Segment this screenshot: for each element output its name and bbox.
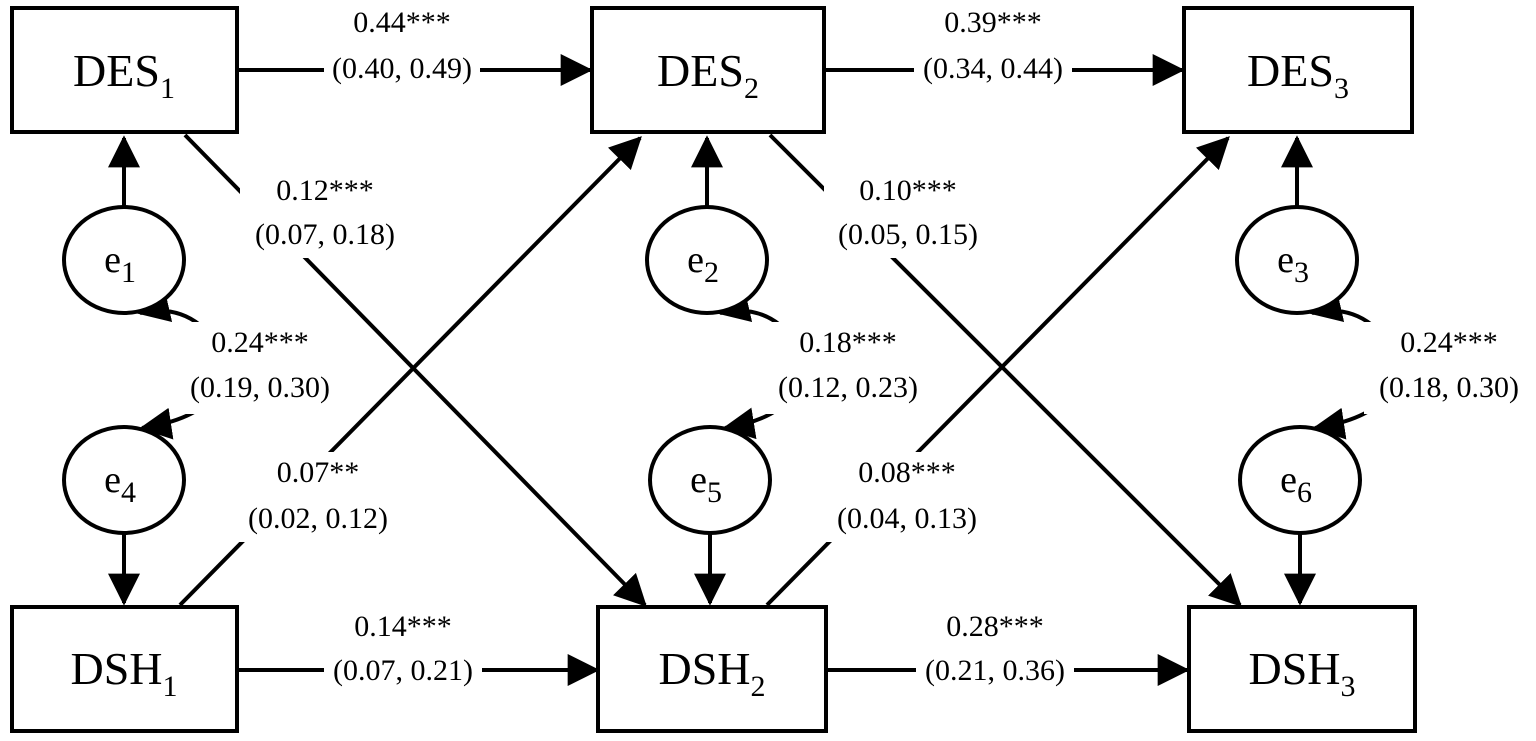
path-des1-dsh2-coef: 0.12*** — [276, 174, 374, 207]
cov-e1-e4-coef: 0.24*** — [211, 326, 309, 359]
path-des2-des3-ci: (0.34, 0.44) — [923, 52, 1063, 85]
label-bg — [324, 50, 480, 86]
path-des2-dsh3-ci: (0.05, 0.15) — [838, 218, 978, 251]
node-des2-label: DES2 — [657, 45, 759, 105]
label-bg — [324, 650, 482, 686]
error-e2 — [645, 205, 769, 315]
node-dsh2-label: DSH2 — [658, 643, 765, 703]
error-e4 — [62, 425, 186, 535]
label-bg — [914, 50, 1072, 86]
path-dsh2-des3-ci: (0.04, 0.13) — [837, 502, 977, 535]
cov-e2-e5-coef: 0.18*** — [799, 326, 897, 359]
node-des3-label: DES3 — [1247, 45, 1349, 105]
error-e1 — [62, 205, 186, 315]
label-bg — [176, 322, 346, 414]
node-dsh1-label: DSH1 — [70, 643, 177, 703]
label-bg — [236, 452, 402, 542]
error-e5-label: e5 — [690, 459, 722, 509]
path-des2-dsh3-coef: 0.10*** — [859, 174, 957, 207]
error-e3 — [1235, 205, 1359, 315]
path-dsh1-des2-ci: (0.02, 0.12) — [248, 502, 388, 535]
path-dsh1-des2-coef: 0.07** — [277, 456, 360, 489]
node-dsh2 — [596, 605, 828, 733]
error-e4-label: e4 — [104, 459, 136, 509]
node-des1-label: DES1 — [73, 45, 175, 105]
path-dsh2-des3-coef: 0.08*** — [858, 456, 956, 489]
node-dsh3 — [1187, 605, 1417, 733]
cov-e3-e6-ci: (0.18, 0.30) — [1379, 371, 1519, 404]
node-des2 — [590, 6, 826, 134]
label-bg — [764, 322, 934, 414]
cov-e3-e6-upper — [1309, 290, 1374, 327]
error-e5 — [648, 425, 772, 535]
path-des1-dsh2-ci: (0.07, 0.18) — [255, 218, 395, 251]
path-dsh1-dsh2-ci: (0.07, 0.21) — [333, 654, 473, 687]
path-des2-des3-coef: 0.39*** — [944, 6, 1042, 39]
node-dsh1 — [10, 605, 239, 733]
path-dsh2-dsh3-ci: (0.21, 0.36) — [925, 654, 1065, 687]
node-des3 — [1182, 6, 1414, 134]
cov-e3-e6-coef: 0.24*** — [1400, 326, 1498, 359]
error-e6 — [1238, 425, 1362, 535]
path-des1-des2-coef: 0.44*** — [353, 6, 451, 39]
error-e3-label: e3 — [1277, 239, 1309, 289]
label-bg — [1364, 322, 1534, 414]
error-e6-label: e6 — [1280, 459, 1312, 509]
path-dsh1-dsh2-coef: 0.14*** — [354, 610, 452, 643]
label-bg — [240, 170, 406, 258]
cov-e2-e5-ci: (0.12, 0.23) — [778, 371, 918, 404]
label-bg — [824, 170, 990, 258]
label-bg — [822, 452, 990, 542]
node-des1 — [10, 6, 239, 134]
cov-e1-e4-ci: (0.19, 0.30) — [190, 371, 330, 404]
path-dsh2-dsh3-coef: 0.28*** — [946, 610, 1044, 643]
error-e2-label: e2 — [687, 239, 719, 289]
error-e1-label: e1 — [104, 239, 136, 289]
node-dsh3-label: DSH3 — [1248, 643, 1355, 703]
path-des1-des2-ci: (0.40, 0.49) — [332, 52, 472, 85]
label-bg — [916, 650, 1074, 686]
cov-e1-e4-upper — [137, 290, 202, 327]
